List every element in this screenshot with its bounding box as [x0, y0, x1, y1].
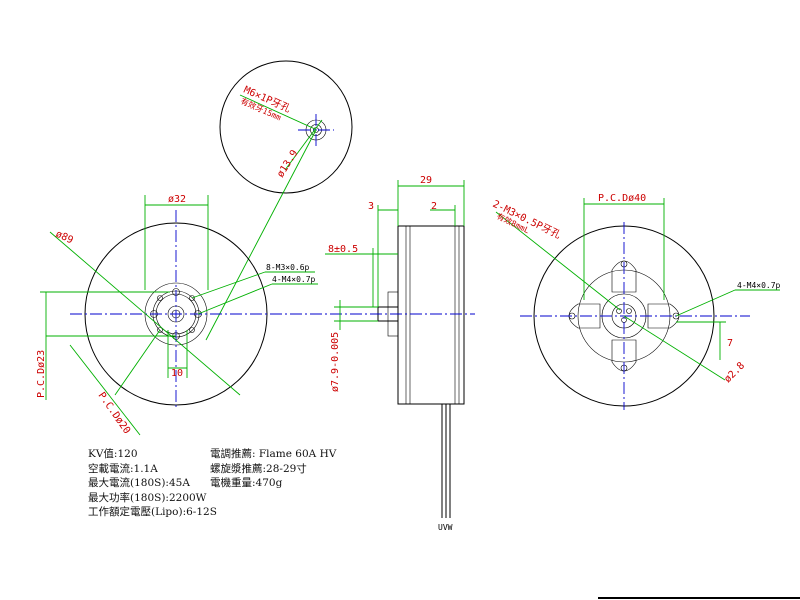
- specs-left-column: KV值:120 空載電流:1.1A 最大電流(180S):45A 最大功率(18…: [88, 447, 217, 520]
- spec-rated-voltage: 工作額定電壓(Lipo):6-12S: [88, 506, 217, 518]
- rear-hole-right: [672, 312, 680, 320]
- detail-circle-outline: [219, 60, 353, 194]
- side-view: UVW 29 3 2 8±0.5 ø7.9-0.005: [325, 175, 475, 532]
- spec-max-current: 最大電流(180S):45A: [88, 477, 190, 489]
- motor-body-outline: [397, 225, 465, 405]
- front-view: ø32 ø89 8-M3×0.6p 4-M4×0.7p P.C.Dø23 P.C…: [36, 194, 380, 436]
- pcd20-dim-line: [69, 344, 141, 436]
- len-29-label: 29: [420, 175, 432, 186]
- front-hole-tr: [189, 295, 195, 301]
- pcd-23-label: P.C.Dø23: [36, 350, 47, 398]
- spec-propeller: 螺旋漿推薦:28-29寸: [210, 462, 307, 475]
- dia-32-label: ø32: [168, 194, 186, 205]
- pcd-40-label: P.C.Dø40: [598, 193, 646, 204]
- m4-leader-line: [197, 283, 273, 315]
- rear-view: P.C.Dø40 2-M3×0.5P牙孔 有效8mmL 4-M4×0.7p 7 …: [491, 193, 781, 410]
- width-10-label: 10: [171, 368, 183, 379]
- width-7-label: 7: [727, 338, 733, 349]
- spec-max-power: 最大功率(180S):2200W: [88, 491, 207, 504]
- len-8-label: 8±0.5: [328, 244, 358, 255]
- thread-leader-line: [239, 94, 316, 130]
- rear-petal-left: [568, 303, 601, 329]
- rear-petal-top: [611, 260, 637, 293]
- dia28-leader: [623, 315, 726, 381]
- front-hole-bl: [157, 327, 163, 333]
- m3-rear-leader: [495, 211, 621, 311]
- dia13-leader-line: [284, 119, 323, 171]
- rear-petal-right: [647, 303, 680, 329]
- spec-kv: KV值:120: [88, 448, 138, 460]
- specs-right-column: 電調推薦: Flame 60A HV 螺旋漿推薦:28-29寸 電機重量:470…: [210, 447, 336, 491]
- dia89-leader-line: [49, 231, 241, 396]
- pcd-20-label: P.C.Dø20: [96, 390, 133, 436]
- rear-center-hole-2: [626, 308, 632, 314]
- detail-link-line: [205, 129, 317, 341]
- spec-esc: 電調推薦: Flame 60A HV: [210, 448, 337, 460]
- wires-label: UVW: [438, 523, 453, 532]
- front-hole-tl: [157, 295, 163, 301]
- holes-m3-label: 8-M3×0.6p: [266, 263, 310, 272]
- pcd20-ext-line: [114, 329, 161, 396]
- holes-m4-right-label: 4-M4×0.7p: [737, 281, 781, 290]
- len-3-label: 3: [368, 201, 374, 212]
- spec-no-load-current: 空載電流:1.1A: [88, 462, 158, 475]
- rear-center-hole-1: [616, 308, 622, 314]
- holes-m4-left-label: 4-M4×0.7p: [272, 275, 316, 284]
- shaft-detail-view: M6×1P牙孔 有效牙15mm ø13.9: [205, 60, 353, 341]
- dia-2-8-label: ø2.8: [722, 360, 747, 385]
- shaft-dia-label: ø7.9-0.005: [330, 332, 341, 392]
- m3-leader-line: [191, 271, 266, 299]
- front-hole-br: [189, 327, 195, 333]
- m4-rear-leader: [675, 289, 736, 317]
- spec-weight: 電機重量:470g: [210, 477, 283, 489]
- len-2-label: 2: [431, 201, 437, 212]
- rear-petal-bottom: [611, 339, 637, 372]
- dia-13-9-label: ø13.9: [275, 148, 300, 179]
